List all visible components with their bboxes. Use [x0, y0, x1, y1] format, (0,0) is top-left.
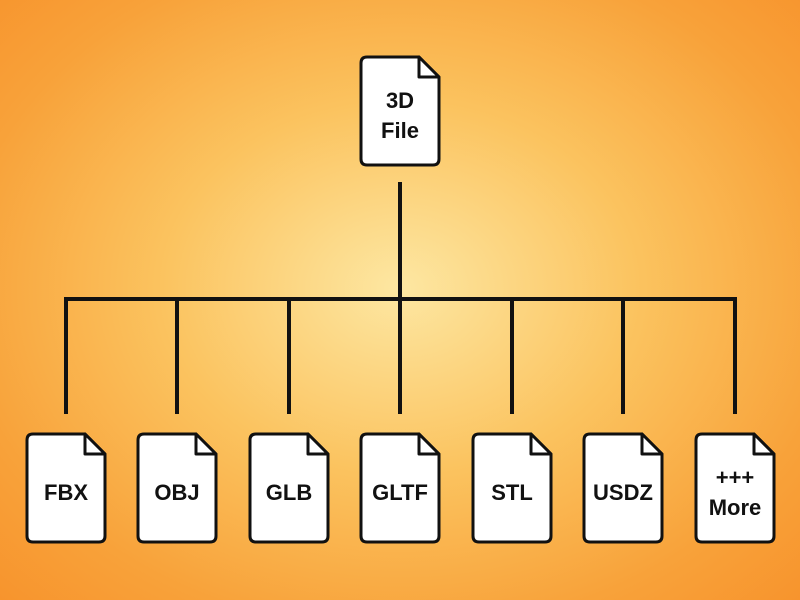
root-file-node: 3D File [359, 55, 441, 167]
page-fold-corner [640, 432, 664, 456]
page-fold-corner [417, 55, 441, 79]
format-node-stl: STL [471, 432, 553, 544]
node-label-more: More [709, 495, 762, 520]
page-fold-corner [83, 432, 107, 456]
format-node-gltf: GLTF [359, 432, 441, 544]
format-node-fbx: FBX [25, 432, 107, 544]
node-label-3d: 3D [386, 88, 414, 113]
node-label-obj: OBJ [154, 480, 199, 505]
format-node-more: +++ More [694, 432, 776, 544]
node-label-gltf: GLTF [372, 480, 428, 505]
format-node-obj: OBJ [136, 432, 218, 544]
node-label-glb: GLB [266, 480, 312, 505]
tree-connectors [64, 182, 737, 414]
node-label-usdz: USDZ [593, 480, 653, 505]
document-icon [136, 432, 218, 544]
format-node-glb: GLB [248, 432, 330, 544]
page-fold-corner [529, 432, 553, 456]
document-icon [582, 432, 664, 544]
root-document-node: 3D File [359, 55, 441, 167]
node-label-file: File [381, 118, 419, 143]
page-fold-corner [306, 432, 330, 456]
format-nodes: FBX OBJ GLB GLTF STL USDZ +++ More [25, 432, 776, 544]
page-fold-corner [194, 432, 218, 456]
document-icon [248, 432, 330, 544]
page-fold-corner [752, 432, 776, 456]
page-fold-corner [417, 432, 441, 456]
document-icon [359, 55, 441, 167]
document-icon [359, 432, 441, 544]
document-icon [694, 432, 776, 544]
node-label-fbx: FBX [44, 480, 88, 505]
document-icon [25, 432, 107, 544]
node-label-stl: STL [491, 480, 533, 505]
document-icon [471, 432, 553, 544]
format-node-usdz: USDZ [582, 432, 664, 544]
node-label-item: +++ [716, 465, 755, 490]
